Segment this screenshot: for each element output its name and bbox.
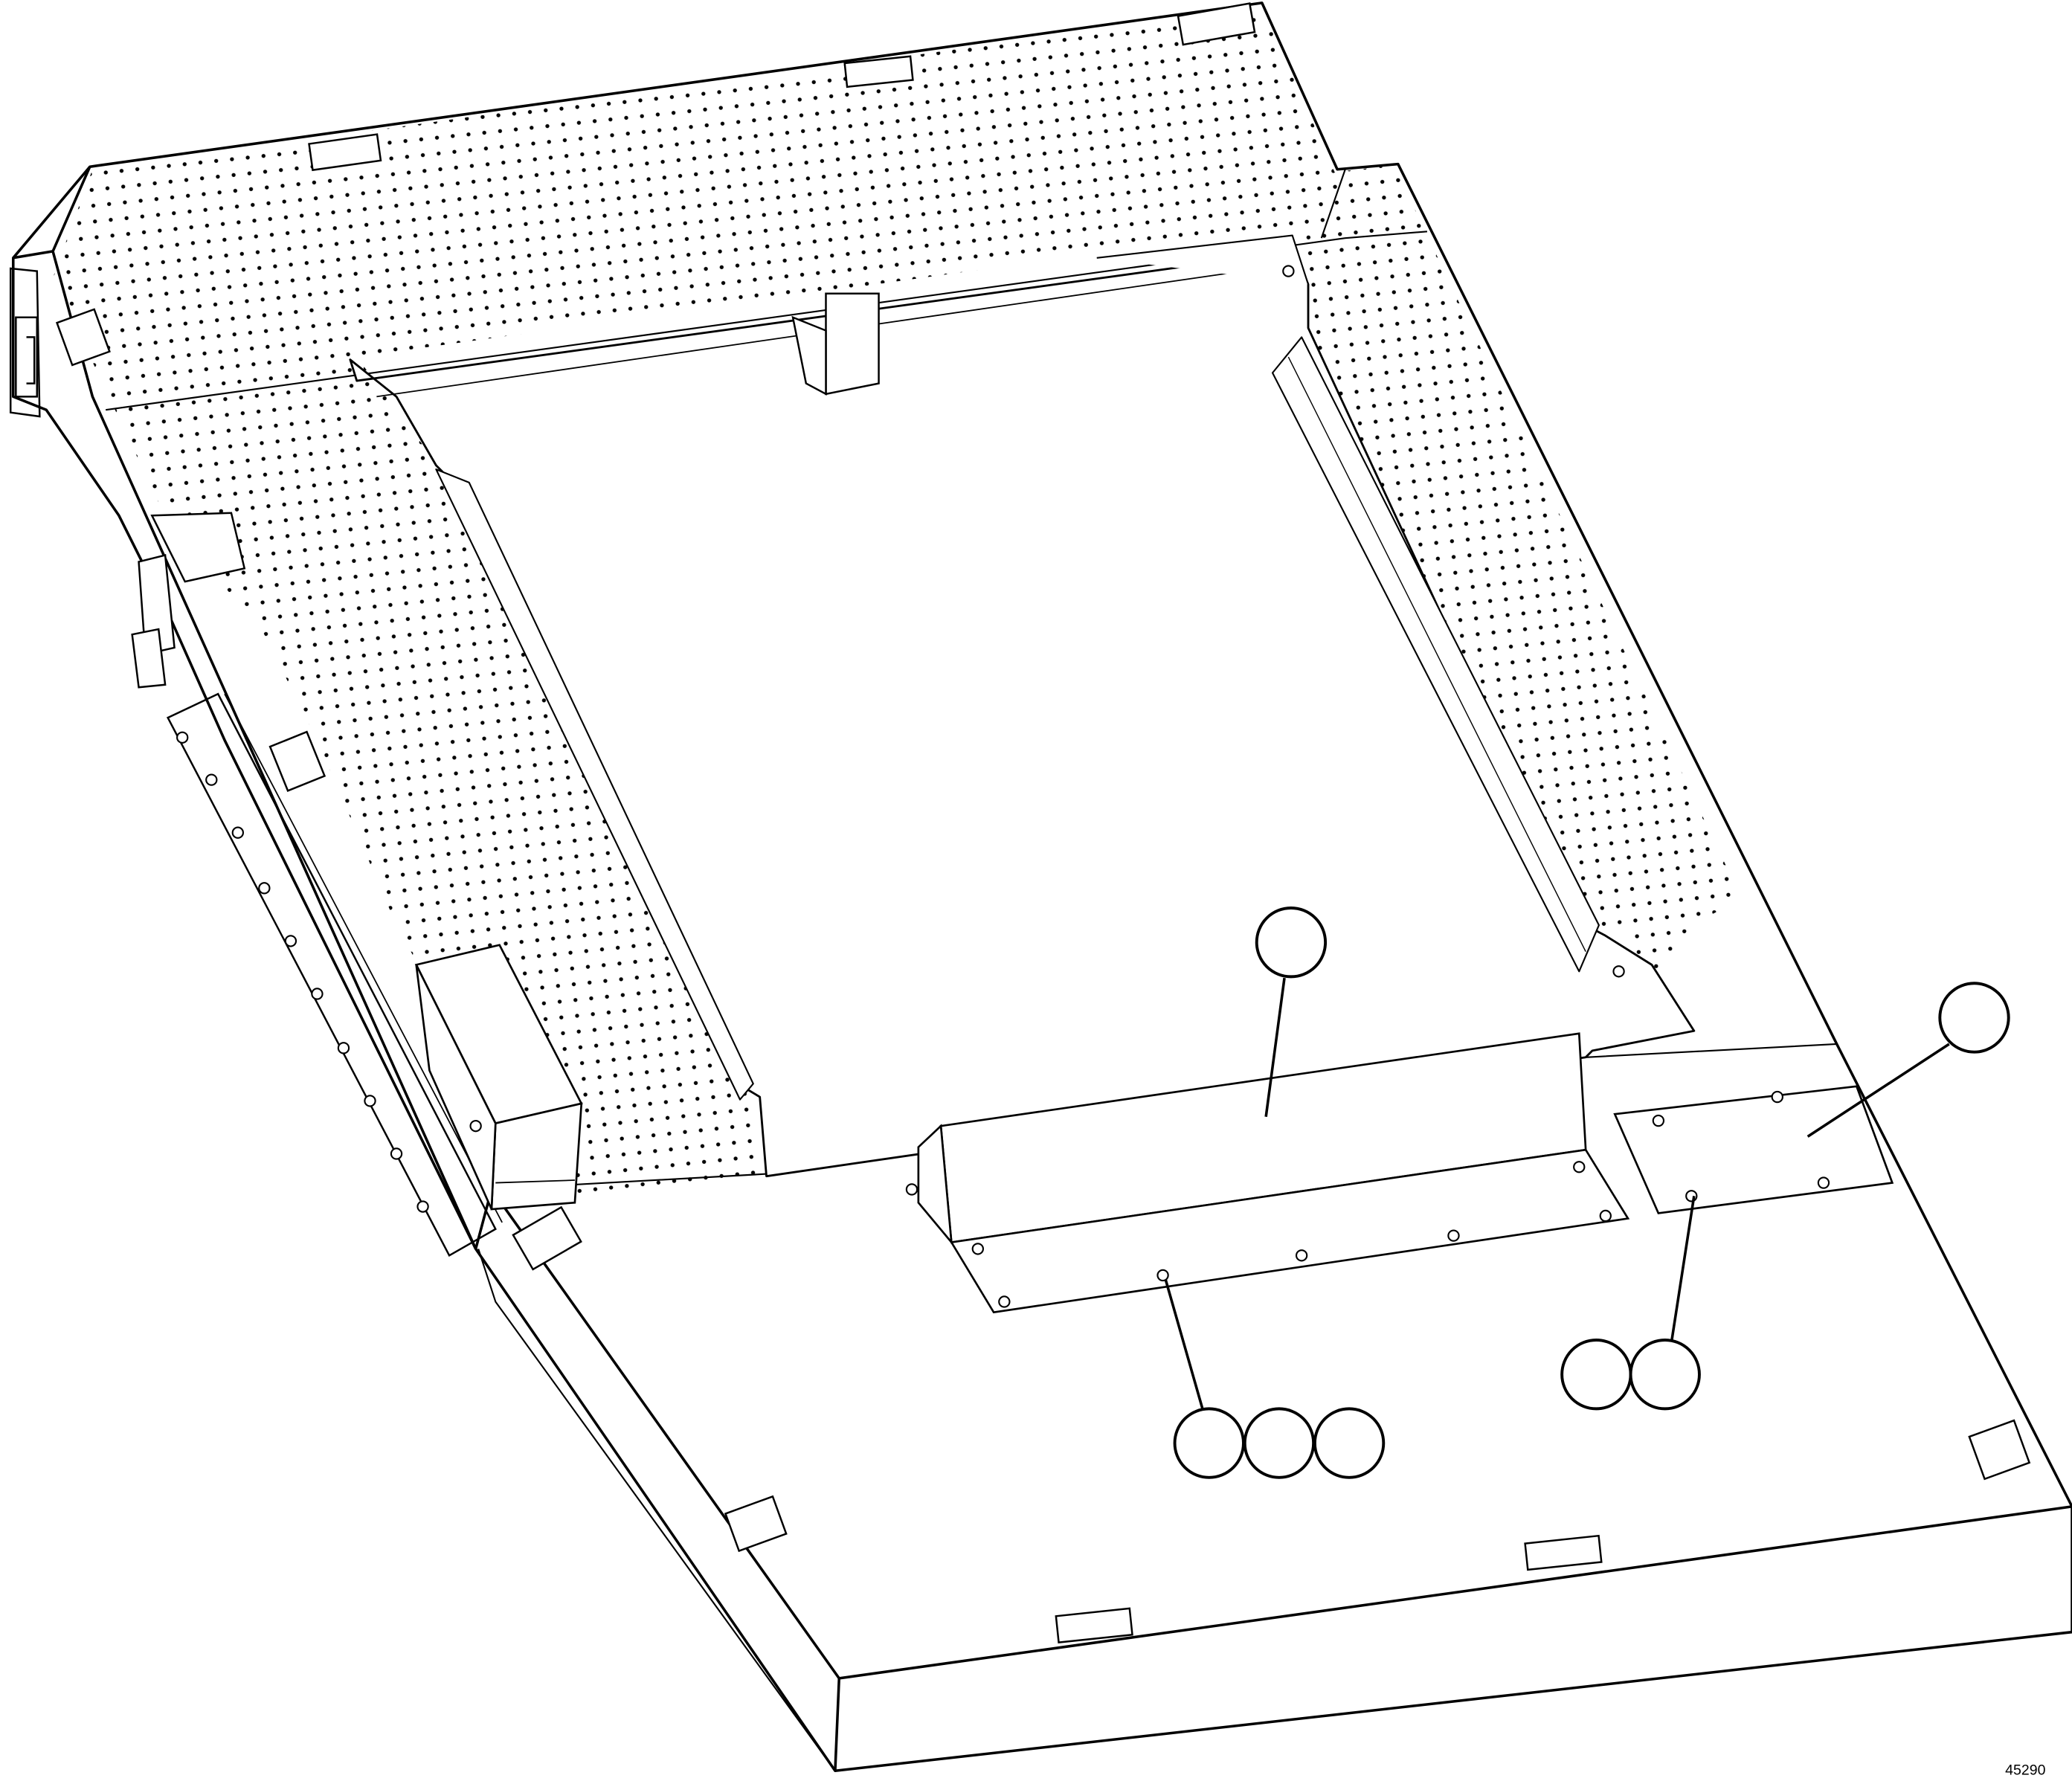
mounting-pad bbox=[1177, 2, 1256, 46]
bolt bbox=[416, 1200, 429, 1213]
bolt bbox=[905, 1183, 918, 1196]
leader-lines bbox=[1164, 977, 1950, 1409]
top-bracket bbox=[791, 292, 880, 396]
mounting-pads bbox=[55, 2, 2031, 1644]
callout-circle-5 bbox=[1173, 1407, 1245, 1479]
callout-circle-4 bbox=[1629, 1339, 1701, 1411]
bolt bbox=[337, 1042, 350, 1054]
callout-bubbles bbox=[1173, 907, 2010, 1479]
bolt bbox=[971, 1243, 984, 1255]
figure-number: 45290 bbox=[2005, 1762, 2045, 1779]
bolt bbox=[284, 935, 297, 947]
callout-circle-1 bbox=[1255, 907, 1328, 979]
leader-line bbox=[1164, 1278, 1204, 1409]
bolt bbox=[311, 988, 324, 1000]
bolt bbox=[1282, 265, 1295, 277]
mounting-pad bbox=[512, 1205, 582, 1271]
bolt bbox=[205, 773, 218, 786]
bolt bbox=[998, 1295, 1011, 1308]
central-opening bbox=[349, 234, 1696, 1178]
left-side-panel bbox=[9, 267, 503, 1258]
bolt bbox=[176, 731, 189, 744]
mounting-pad bbox=[1055, 1607, 1133, 1644]
callout-circle-3 bbox=[1560, 1339, 1632, 1411]
bolt bbox=[364, 1095, 376, 1107]
access-cover-plate bbox=[1613, 1085, 1894, 1214]
bolt bbox=[1652, 1114, 1665, 1127]
mounting-pad bbox=[843, 55, 914, 88]
bolt bbox=[1573, 1161, 1586, 1173]
bolt bbox=[469, 1119, 482, 1133]
bolt bbox=[1685, 1190, 1698, 1202]
callout-circle-2 bbox=[1938, 982, 2010, 1054]
mounting-pad bbox=[268, 730, 326, 793]
mounting-pad bbox=[1524, 1534, 1603, 1571]
bolt bbox=[1599, 1209, 1612, 1223]
mounting-pad bbox=[55, 308, 111, 367]
left-hinges bbox=[131, 512, 246, 689]
bolt bbox=[1612, 965, 1625, 978]
bolt bbox=[1447, 1229, 1460, 1242]
mounting-pad bbox=[1968, 1419, 2031, 1481]
bolt bbox=[1295, 1249, 1308, 1262]
mounting-pad bbox=[308, 133, 382, 172]
leader-line bbox=[1670, 1196, 1696, 1342]
leader-line bbox=[1806, 1043, 1950, 1138]
bolt bbox=[1156, 1269, 1169, 1282]
bolt bbox=[1771, 1090, 1783, 1104]
callout-circle-7 bbox=[1313, 1407, 1386, 1479]
leader-line bbox=[1264, 977, 1286, 1117]
bolt bbox=[1817, 1176, 1830, 1189]
fasteners bbox=[176, 265, 1830, 1308]
cover-bracket bbox=[917, 1032, 1630, 1314]
bolt bbox=[258, 882, 271, 895]
mounting-pad bbox=[724, 1495, 788, 1553]
bolt bbox=[390, 1147, 403, 1160]
motor-box bbox=[414, 944, 583, 1211]
callout-circle-6 bbox=[1243, 1407, 1316, 1479]
bolt bbox=[231, 826, 244, 839]
